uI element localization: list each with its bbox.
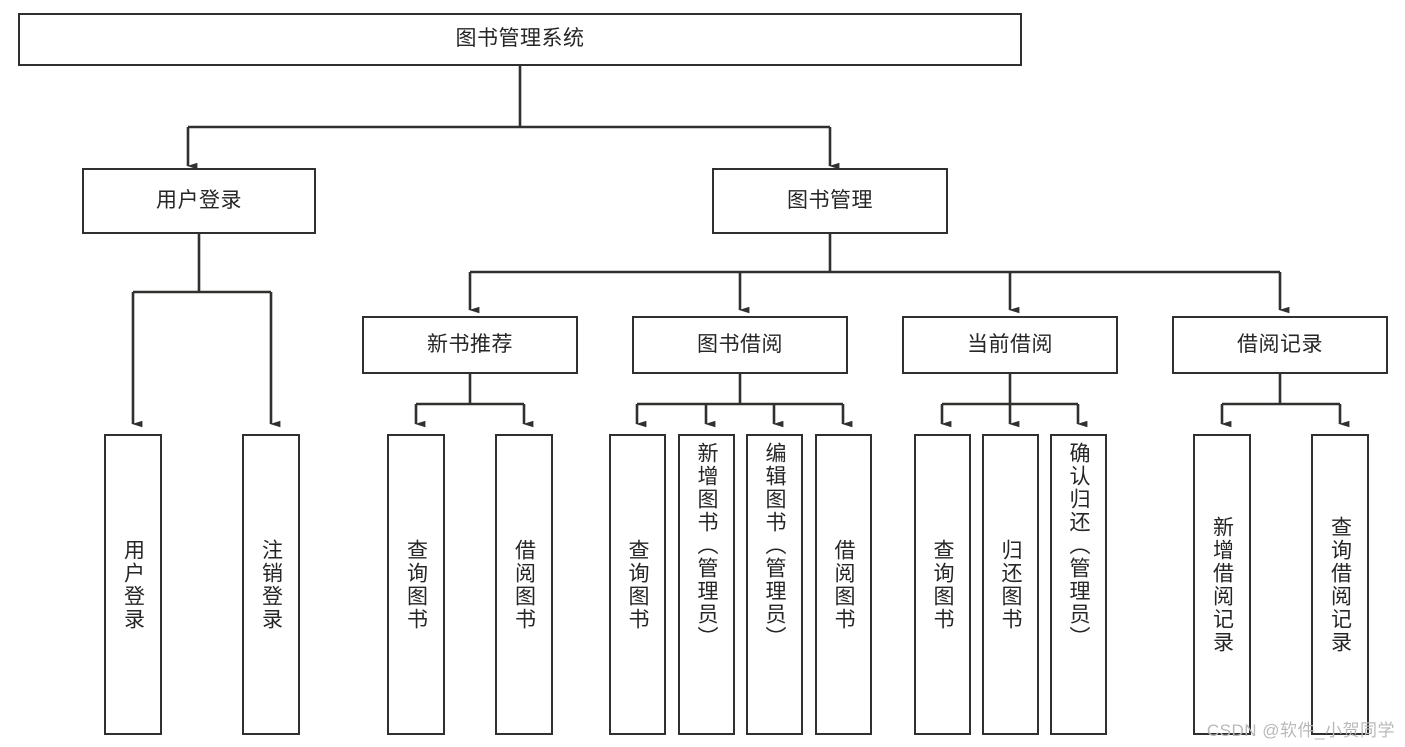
node-leaf-confirm-return[interactable]: 确认归还（管理员） [1050, 434, 1107, 735]
node-leaf-borrow-book-2-label: 借阅图书 [832, 538, 855, 631]
node-leaf-query-book-2-label: 查询图书 [626, 538, 649, 631]
node-leaf-logout-label: 注销登录 [259, 538, 283, 631]
node-leaf-confirm-return-label: 确认归还（管理员） [1067, 442, 1090, 649]
node-leaf-borrow-book-1-label: 借阅图书 [512, 538, 536, 631]
node-user-login-label: 用户登录 [156, 188, 242, 212]
node-leaf-query-book-2[interactable]: 查询图书 [609, 434, 666, 735]
node-leaf-add-book[interactable]: 新增图书（管理员） [678, 434, 735, 735]
node-root[interactable]: 图书管理系统 [18, 13, 1022, 66]
node-book-borrow[interactable]: 图书借阅 [632, 316, 848, 374]
node-borrow-record-label: 借阅记录 [1237, 332, 1323, 356]
node-leaf-add-book-label: 新增图书（管理员） [695, 442, 718, 649]
node-leaf-add-record-label: 新增借阅记录 [1210, 515, 1234, 654]
node-root-label: 图书管理系统 [455, 27, 585, 51]
node-leaf-query-book-1[interactable]: 查询图书 [387, 434, 445, 735]
node-book-management-label: 图书管理 [787, 188, 873, 212]
connectors [131, 66, 1350, 428]
node-leaf-user-login[interactable]: 用户登录 [104, 434, 162, 735]
node-borrow-record[interactable]: 借阅记录 [1172, 316, 1388, 374]
node-leaf-add-record[interactable]: 新增借阅记录 [1193, 434, 1251, 735]
node-leaf-query-book-1-label: 查询图书 [404, 538, 428, 631]
node-leaf-return-book-label: 归还图书 [999, 538, 1022, 631]
node-leaf-return-book[interactable]: 归还图书 [982, 434, 1039, 735]
node-leaf-query-record-label: 查询借阅记录 [1328, 515, 1352, 654]
node-leaf-query-book-3-label: 查询图书 [931, 538, 954, 631]
node-user-login[interactable]: 用户登录 [82, 168, 316, 234]
node-leaf-query-book-3[interactable]: 查询图书 [914, 434, 971, 735]
node-leaf-borrow-book-2[interactable]: 借阅图书 [815, 434, 872, 735]
node-leaf-borrow-book-1[interactable]: 借阅图书 [495, 434, 553, 735]
node-leaf-user-login-label: 用户登录 [121, 538, 145, 631]
node-book-borrow-label: 图书借阅 [697, 332, 783, 356]
node-current-borrow-label: 当前借阅 [967, 332, 1053, 356]
node-book-management[interactable]: 图书管理 [712, 168, 948, 234]
node-current-borrow[interactable]: 当前借阅 [902, 316, 1118, 374]
node-new-book-recommend-label: 新书推荐 [427, 332, 513, 356]
node-leaf-edit-book-label: 编辑图书（管理员） [763, 442, 786, 649]
node-new-book-recommend[interactable]: 新书推荐 [362, 316, 578, 374]
node-leaf-edit-book[interactable]: 编辑图书（管理员） [746, 434, 803, 735]
node-leaf-query-record[interactable]: 查询借阅记录 [1311, 434, 1369, 735]
node-leaf-logout[interactable]: 注销登录 [242, 434, 300, 735]
